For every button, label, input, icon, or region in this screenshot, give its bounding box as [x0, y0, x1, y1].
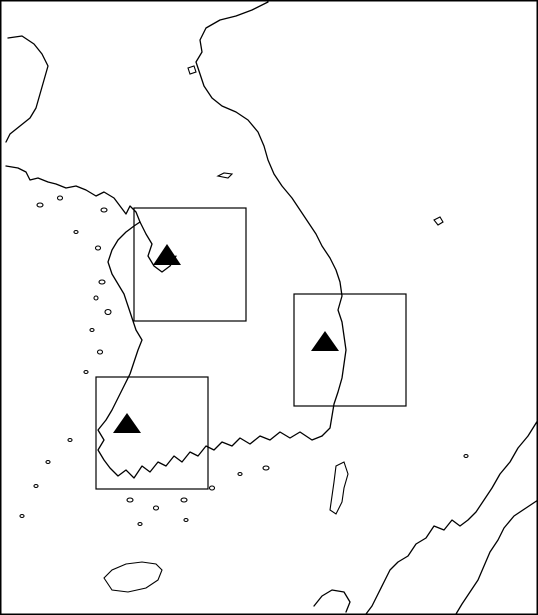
jeju-island — [103, 561, 163, 593]
northwest-coastline — [5, 35, 141, 223]
japan-islet — [463, 453, 469, 459]
triangle-icon — [311, 331, 339, 351]
triangle-icon — [153, 244, 181, 265]
east-sea-islet — [433, 216, 444, 226]
east-coastline — [195, 1, 347, 437]
tsushima-island — [329, 461, 349, 515]
triangle-icon — [113, 413, 141, 433]
study-region-west-central — [133, 207, 247, 322]
northern-islet — [187, 65, 197, 75]
study-region-east-coast — [293, 293, 407, 407]
study-region-southwest — [95, 376, 209, 490]
west-islands — [19, 195, 112, 519]
west-bay-coastline — [139, 221, 177, 273]
south-islands — [126, 465, 270, 527]
south-coastline — [97, 221, 323, 479]
japan-coastline — [313, 419, 538, 615]
yellow-sea-islet — [216, 172, 234, 179]
